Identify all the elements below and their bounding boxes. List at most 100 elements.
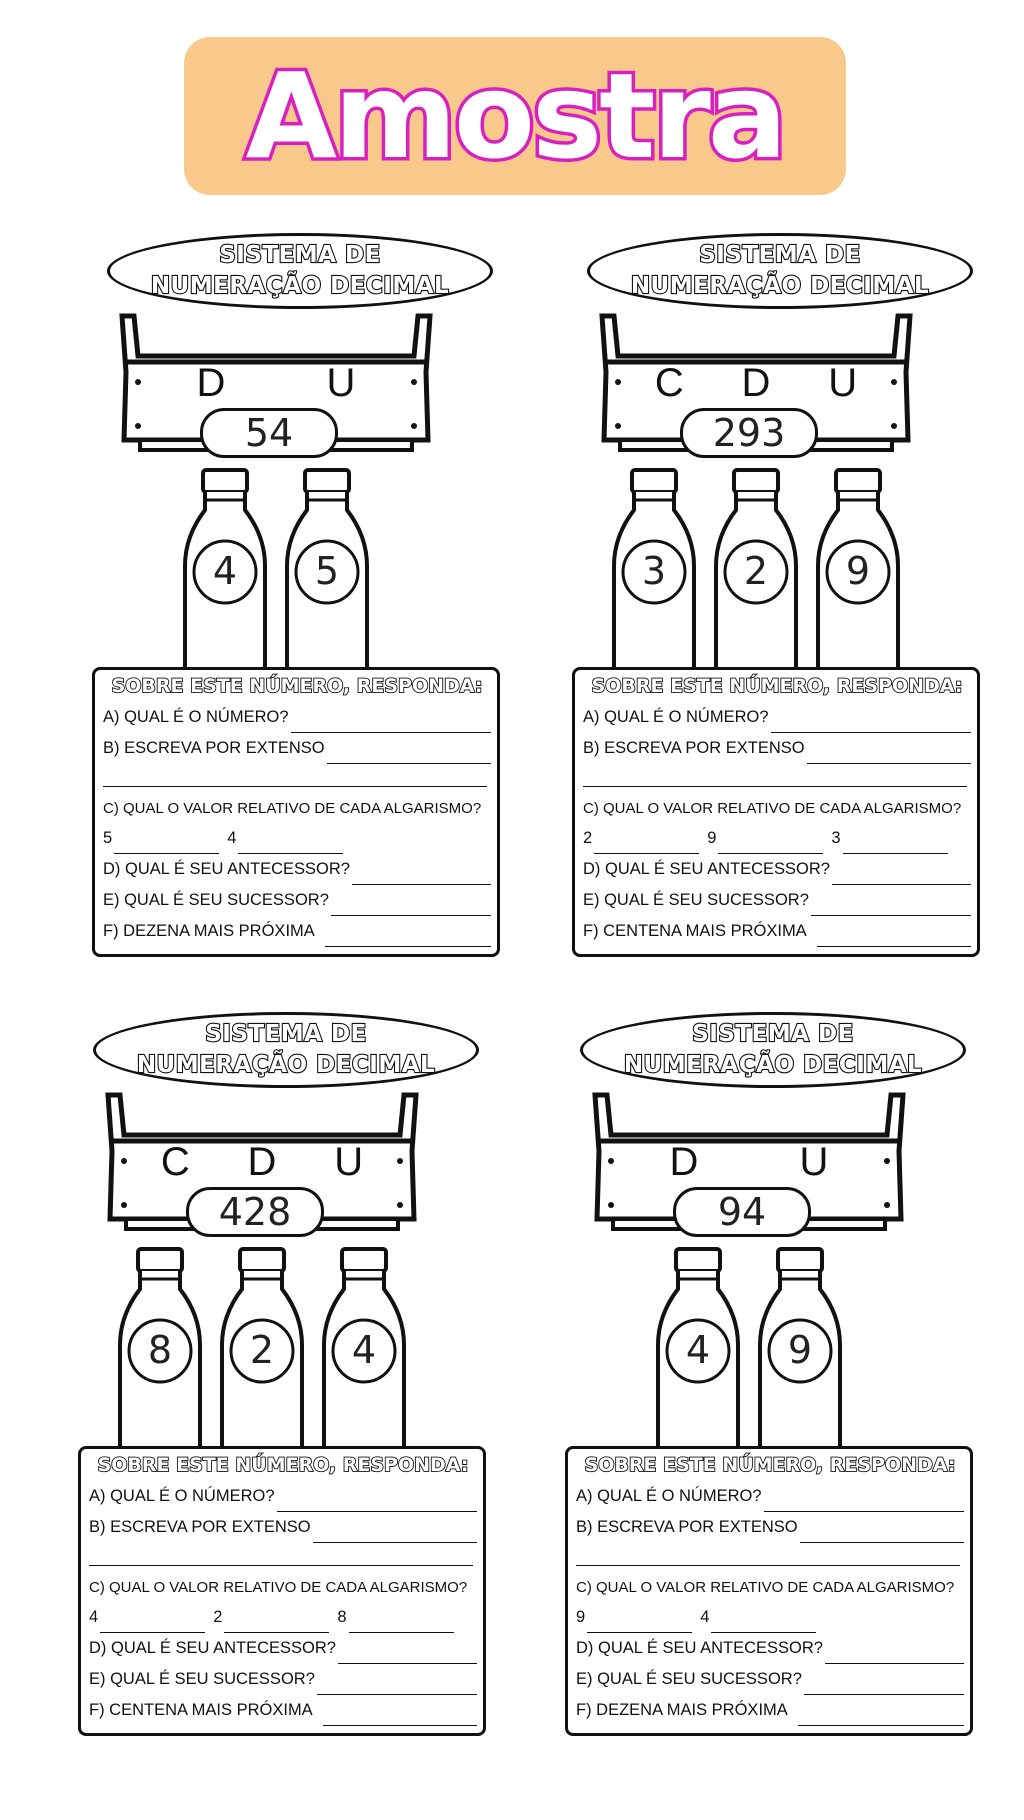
bottle-icon [220,1247,304,1471]
bottle-digit: 3 [641,549,667,593]
title-line-1: SISTEMA DE [204,1020,367,1048]
answer-line[interactable] [103,764,487,787]
digit-answer[interactable]: 2 [213,1602,330,1633]
question-f: F) DEZENA MAIS PRÓXIMA [576,1695,964,1726]
title-line-1: SISTEMA DE [218,241,381,269]
answer-line[interactable] [831,865,971,885]
answer-line[interactable] [799,1523,964,1543]
answer-line[interactable] [312,1523,477,1543]
answer-line[interactable] [324,927,491,947]
digit-answer[interactable]: 8 [337,1602,454,1633]
number-label: 428 [186,1187,324,1237]
digit-label: 8 [337,1608,347,1626]
answer-line[interactable] [594,834,700,854]
number-label: 54 [200,408,338,458]
answer-line[interactable] [806,744,971,764]
answer-line[interactable] [114,834,220,854]
answer-line[interactable] [770,713,971,733]
digit-answer[interactable]: 3 [831,823,948,854]
digit-label: 4 [227,829,237,847]
answer-line[interactable] [587,1613,693,1633]
question-c-text: C) QUAL O VALOR RELATIVO DE CADA ALGARIS… [576,1579,955,1596]
question-box: SOBRE ESTE NÚMERO, RESPONDA: A) QUAL É O… [565,1446,973,1736]
question-f-text: F) CENTENA MAIS PRÓXIMA [583,922,807,940]
place-value-label: D [741,361,771,405]
digit-label: 9 [576,1608,586,1626]
title-line-2: NUMERAÇÃO DECIMAL [136,1051,436,1079]
digit-answer[interactable]: 9 [707,823,824,854]
digit-answer[interactable]: 4 [227,823,344,854]
question-header: SOBRE ESTE NÚMERO, RESPONDA: [111,674,484,698]
answer-line[interactable] [224,1613,330,1633]
question-b-text: B) ESCREVA POR EXTENSO [89,1518,311,1536]
answer-line[interactable] [348,1613,454,1633]
answer-line[interactable] [816,927,971,947]
answer-line[interactable] [824,1644,964,1664]
bottle-row: 8 2 4 [102,1245,422,1475]
answer-line[interactable] [89,1543,473,1566]
answer-line[interactable] [803,1675,964,1695]
answer-line[interactable] [763,1492,964,1512]
bottle-digit: 9 [845,549,871,593]
question-d-text: D) QUAL É SEU ANTECESSOR? [583,860,830,878]
question-c-digits: 2 9 3 [583,823,971,854]
question-d: D) QUAL É SEU ANTECESSOR? [576,1633,964,1664]
answer-line[interactable] [316,1675,477,1695]
milk-bottle: 4 [320,1245,408,1473]
question-box: SOBRE ESTE NÚMERO, RESPONDA: A) QUAL É O… [78,1446,486,1736]
place-value-label: U [326,361,356,405]
answer-line[interactable] [351,865,491,885]
answer-line[interactable] [810,896,971,916]
bottle-digit: 4 [212,549,238,593]
question-b: B) ESCREVA POR EXTENSO [103,733,491,764]
answer-line[interactable] [276,1492,477,1512]
answer-line[interactable] [290,713,491,733]
question-b-text: B) ESCREVA POR EXTENSO [583,739,805,757]
milk-bottle: 9 [756,1245,844,1473]
digit-answer[interactable]: 9 [576,1602,693,1633]
answer-line[interactable] [337,1644,477,1664]
answer-line[interactable] [583,764,967,787]
question-c-digits: 4 2 8 [89,1602,477,1633]
question-a-text: A) QUAL É O NÚMERO? [89,1487,275,1505]
place-value-label: U [334,1140,364,1184]
answer-line[interactable] [326,744,491,764]
place-value-label: C [654,361,684,405]
answer-line[interactable] [238,834,344,854]
answer-line[interactable] [330,896,491,916]
digit-answer[interactable]: 4 [700,1602,817,1633]
question-header: SOBRE ESTE NÚMERO, RESPONDA: [97,1453,470,1477]
answer-line[interactable] [322,1706,477,1726]
digit-answer[interactable]: 4 [89,1602,206,1633]
question-e-text: E) QUAL É SEU SUCESSOR? [583,891,809,909]
question-f: F) CENTENA MAIS PRÓXIMA [583,916,971,947]
bottle-icon [656,1247,740,1471]
answer-line[interactable] [797,1706,964,1726]
question-a: A) QUAL É O NÚMERO? [583,702,971,733]
answer-line[interactable] [842,834,948,854]
question-a: A) QUAL É O NÚMERO? [103,702,491,733]
question-d-text: D) QUAL É SEU ANTECESSOR? [89,1639,336,1657]
digit-label: 9 [707,829,717,847]
digit-label: 5 [103,829,113,847]
title-line-2: NUMERAÇÃO DECIMAL [150,272,450,300]
answer-line[interactable] [718,834,824,854]
digit-answer[interactable]: 2 [583,823,700,854]
digit-label: 4 [700,1608,710,1626]
answer-line[interactable] [100,1613,206,1633]
question-c-digits: 5 4 [103,823,491,854]
bottle-icon [612,468,696,692]
question-e-text: E) QUAL É SEU SUCESSOR? [576,1670,802,1688]
digit-answer[interactable]: 5 [103,823,220,854]
bottle-icon [758,1247,842,1471]
bottle-icon [714,468,798,692]
answer-line[interactable] [711,1613,817,1633]
milk-bottle: 2 [218,1245,306,1473]
answer-line[interactable] [576,1543,960,1566]
milk-bottle: 2 [712,466,800,694]
